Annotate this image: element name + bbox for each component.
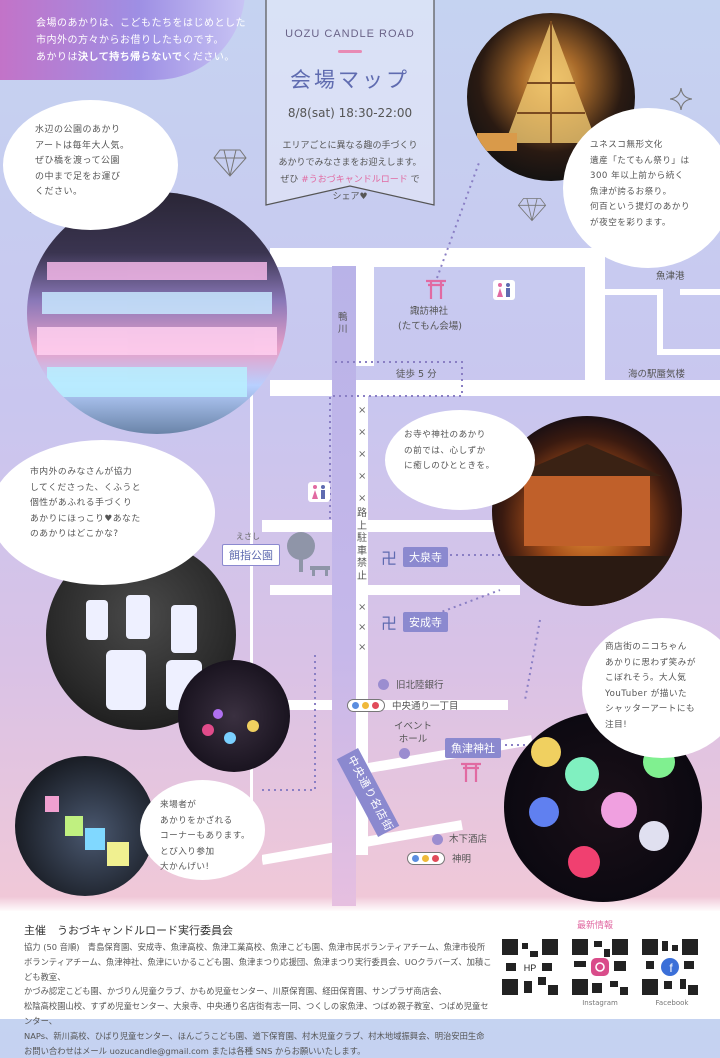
location-dot — [432, 834, 443, 845]
qr-label-instagram: Instagram — [582, 999, 618, 1007]
cooperators: 協力 (50 音順) 青島保育園、安成寺、魚津高校、魚津工業高校、魚津こども園、… — [24, 940, 494, 1058]
paper-lanterns — [86, 595, 202, 710]
park-lanterns-photo — [27, 192, 287, 434]
temple-text: お寺や神社のあかりの前では、心しずかに癒しのひとときを。 — [404, 430, 495, 471]
road — [262, 520, 522, 532]
news-label: 最新情報 — [577, 921, 614, 931]
qr-code-instagram[interactable] — [570, 937, 630, 997]
restroom-icon — [493, 280, 515, 300]
notice-line: あかりは決して持ち帰らないでください。 — [36, 52, 235, 63]
corner-lanterns — [45, 796, 129, 866]
instagram-icon — [591, 958, 609, 976]
park-label: 餌指公園 — [222, 544, 280, 566]
event-date: 8/8(sat) 18:30-22:00 — [287, 106, 413, 120]
no-parking-label: 路上駐車禁止 — [357, 508, 367, 582]
road — [270, 248, 605, 267]
qr-label-hp: HP — [524, 963, 537, 973]
walk-label: 徒歩 5 分 — [396, 369, 437, 380]
title-dash — [338, 50, 362, 53]
corner-bubble — [140, 780, 265, 880]
qr-label-facebook: Facebook — [655, 999, 689, 1007]
no-parking-marks: ××××× — [358, 405, 367, 504]
notice-line: 市内外の方々からお借りしたものです。 — [36, 35, 224, 46]
road-curve — [262, 735, 533, 865]
sparkle-icon — [670, 88, 692, 110]
tatemon-photo — [467, 13, 635, 181]
svg-text:f: f — [669, 961, 673, 975]
notice-emphasis: 決して持ち帰らないで — [78, 52, 183, 63]
temple-bubble — [385, 410, 535, 510]
port-outline — [600, 289, 720, 362]
contact-line: お問い合わせはメール uozucandle@gmail.com または各種 SN… — [24, 1045, 366, 1056]
park-intro-text: 水辺の公園のあかりアートは毎年大人気。ぜひ橋を渡って公園の中まで足をお運びくださ… — [35, 125, 130, 197]
no-parking-marks: ××× — [358, 602, 367, 653]
road — [355, 266, 374, 366]
colorful-lights-photo — [178, 660, 290, 772]
temple-icon: 卍 — [381, 549, 398, 568]
suwa-shrine-sub: (たてもん会場) — [398, 321, 462, 332]
shutter-bubble — [582, 618, 720, 758]
title-banner — [265, 0, 435, 206]
intro-text: エリアごとに異なる趣の手づくり あかりでみなさまをお迎えします。 ぜひ #うおづ… — [278, 141, 422, 202]
temple-icon: 卍 — [381, 614, 398, 633]
notice-line: 会場のあかりは、こどもたちをはじめとした — [36, 18, 246, 29]
tree-icon — [287, 532, 330, 576]
qr-code-facebook[interactable]: f — [640, 937, 700, 997]
host-line: 主催 うおづキャンドルロード実行委員会 — [24, 924, 233, 937]
park-ruby: えさし — [236, 532, 260, 541]
kinoshita-label: 木下酒店 — [449, 834, 488, 845]
road — [270, 585, 520, 595]
road — [270, 380, 720, 396]
old-bank-label: 旧北陸銀行 — [396, 680, 444, 691]
location-dot — [378, 679, 389, 690]
torii-icon — [426, 279, 446, 299]
port-label: 魚津港 — [656, 271, 685, 282]
qr-code-hp[interactable]: HP — [500, 937, 560, 997]
river — [332, 266, 356, 906]
lantern-rows — [37, 262, 277, 397]
gem-icon — [213, 149, 247, 177]
station-label: 海の駅蜃気楼 — [628, 369, 686, 380]
gem-icon — [517, 198, 547, 222]
torii-icon — [461, 762, 481, 782]
location-dot — [399, 748, 410, 759]
shinmei-label: 神明 — [452, 854, 472, 865]
traffic-signal-icon — [407, 852, 445, 865]
event-hall-label: イベントホール — [394, 721, 433, 745]
suwa-shrine-label: 諏訪神社 — [410, 306, 449, 317]
tatemon-bubble — [563, 108, 720, 268]
page-title: 会場マップ — [290, 68, 410, 92]
facebook-icon — [661, 958, 679, 976]
notice-text: 会場のあかりは、こどもたちをはじめとした 市内外の方々からお借りしたものです。 … — [36, 15, 246, 66]
daisenji-label: 大泉寺 — [403, 547, 448, 567]
uozu-shrine-label: 魚津神社 — [445, 738, 501, 758]
river-label: 鴨 川 — [338, 312, 348, 335]
restroom-icon — [308, 482, 330, 502]
road — [268, 700, 508, 710]
corner-photo — [15, 756, 155, 896]
anjouji-label: 安成寺 — [403, 612, 448, 632]
citizens-text: 市内外のみなさんが協力してくださった、くふうと個性があふれる手づくりあかりにほっ… — [30, 467, 142, 539]
chuo1-label: 中央通り一丁目 — [392, 701, 459, 712]
corner-text: 来場者があかりをかざれるコーナーもあります。とび入り参加大かんげい! — [160, 800, 251, 872]
citizens-bubble — [0, 440, 215, 585]
qr-labels: Instagram Facebook — [498, 999, 702, 1007]
hashtag: #うおづキャンドルロード — [301, 175, 408, 185]
traffic-signal-icon — [347, 699, 385, 712]
english-title: UOZU CANDLE ROAD — [285, 28, 415, 40]
host-name: うおづキャンドルロード実行委員会 — [57, 924, 233, 937]
light-dots — [202, 709, 259, 744]
tatemon-lanterns — [477, 21, 597, 151]
park-intro-bubble — [3, 100, 178, 230]
